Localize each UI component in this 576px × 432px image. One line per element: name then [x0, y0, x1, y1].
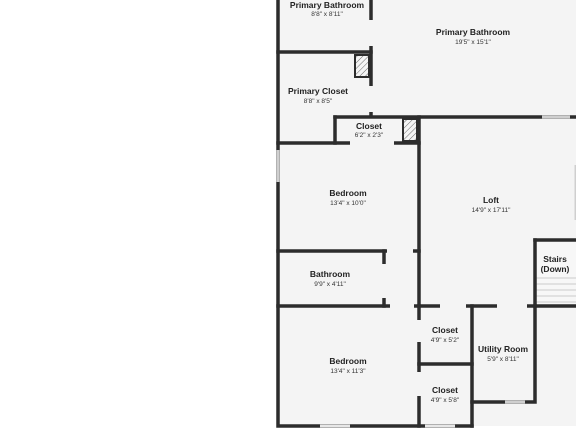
walls — [276, 0, 576, 428]
room-name: Bedroom — [329, 188, 367, 198]
room-primary-bathroom-small: Primary Bathroom 8'8" x 8'11" — [290, 0, 365, 18]
room-dims: 13'4" x 10'0" — [330, 200, 366, 207]
room-primary-bathroom-large: Primary Bathroom 19'5" x 15'1" — [436, 27, 511, 46]
room-utility: Utility Room 5'9" x 8'11" — [478, 344, 528, 363]
windows — [276, 115, 576, 428]
room-bathroom: Bathroom 9'9" x 4'11" — [310, 269, 351, 288]
room-dims: 14'9" x 17'11" — [472, 207, 511, 214]
room-name: Primary Bathroom — [436, 27, 511, 37]
room-name: Utility Room — [478, 344, 528, 354]
room-stairs: Stairs (Down) — [541, 254, 570, 274]
room-name: Primary Closet — [288, 86, 348, 96]
room-dims: 9'9" x 4'11" — [314, 281, 346, 288]
room-primary-closet: Primary Closet 8'8" x 8'5" — [288, 86, 348, 105]
room-name: Loft — [483, 195, 499, 205]
room-name: Primary Bathroom — [290, 0, 365, 10]
hatched-chase-lower — [402, 118, 418, 142]
room-closet-hall: Closet 6'2" x 2'3" — [355, 121, 384, 139]
room-dims: 6'2" x 2'3" — [355, 132, 384, 139]
room-closet-lower: Closet 4'9" x 5'8" — [431, 385, 460, 404]
room-name: Bedroom — [329, 356, 367, 366]
room-dims: 8'8" x 8'11" — [311, 11, 343, 18]
room-name: Bathroom — [310, 269, 351, 279]
room-bedroom-upper: Bedroom 13'4" x 10'0" — [329, 188, 367, 207]
room-closet-middle: Closet 4'9" x 5'2" — [431, 325, 460, 344]
room-dims: 8'8" x 8'5" — [304, 98, 333, 105]
room-name: Closet — [432, 325, 458, 335]
door-openings — [350, 20, 527, 396]
room-name-line-2: (Down) — [541, 264, 570, 274]
room-dims: 4'9" x 5'2" — [431, 337, 460, 344]
room-dims: 19'5" x 15'1" — [455, 39, 491, 46]
room-dims: 13'4" x 11'3" — [330, 368, 366, 375]
floor-fill — [278, 0, 576, 426]
room-name: Stairs — [543, 254, 567, 264]
room-dims: 4'9" x 5'8" — [431, 397, 460, 404]
stairs — [535, 242, 576, 304]
room-name: Closet — [356, 121, 382, 131]
room-dims: 5'9" x 8'11" — [487, 356, 519, 363]
room-name: Closet — [432, 385, 458, 395]
room-loft: Loft 14'9" x 17'11" — [472, 195, 511, 214]
hatched-chase-upper — [354, 54, 370, 78]
room-bedroom-lower: Bedroom 13'4" x 11'3" — [329, 356, 367, 375]
